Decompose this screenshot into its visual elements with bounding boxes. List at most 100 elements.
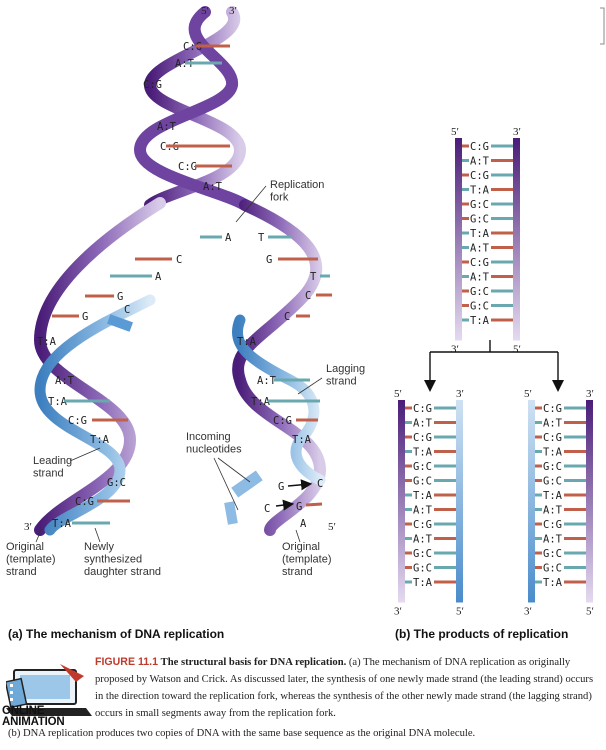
pair-label: T:A [251, 396, 271, 408]
incoming-nucleotide-1 [231, 470, 263, 498]
badge-line-1: ONLINE [2, 705, 45, 717]
pair-label: A:T [157, 121, 177, 133]
end-label: 5′ [513, 344, 521, 356]
pair-label: T:A [90, 434, 110, 446]
pair-label: G:C [107, 477, 126, 489]
pair-label: T:A [543, 577, 563, 589]
backbone-right [513, 138, 520, 341]
label-line: strand [326, 376, 357, 388]
label-line: (template) [6, 554, 56, 566]
end-label: 3′ [229, 5, 237, 17]
pair-label: G:C [543, 476, 562, 488]
pair-label: T:A [413, 447, 433, 459]
base-label: C [264, 503, 270, 515]
base-label: G [296, 501, 302, 513]
pointer-line [217, 457, 251, 483]
pair-label: A:T [543, 418, 563, 430]
label-line: Lagging [326, 363, 365, 375]
base-label: G [278, 481, 284, 493]
pair-label: C:G [273, 415, 292, 427]
pair-label: C:G [413, 403, 432, 415]
online-animation-icon[interactable] [6, 664, 92, 726]
parental-strand-front [133, 6, 251, 211]
label-line: strand [33, 468, 64, 480]
rung [305, 502, 323, 507]
parent-dna-ladder: 5′3′3′5′C:GA:TC:GT:AG:CG:CT:AA:TC:GA:TG:… [451, 126, 521, 356]
pair-label: A:T [257, 375, 277, 387]
pair-label: G:C [543, 548, 562, 560]
pair-label: C:G [470, 141, 489, 153]
pair-label: T:A [413, 577, 433, 589]
caption-part-a: (a) The mechanism of DNA replication as … [95, 657, 594, 719]
end-label: 3′ [456, 388, 464, 400]
end-label: 5′ [201, 5, 209, 17]
end-label: 5′ [524, 388, 532, 400]
online-animation-label[interactable]: ONLINE ANIMATION [2, 705, 92, 728]
pair-label: A:T [470, 243, 490, 255]
pair-label: G:C [413, 563, 432, 575]
end-label: 5′ [451, 126, 459, 138]
backbone-left [528, 400, 535, 603]
end-label: 3′ [586, 388, 594, 400]
unpaired-right-bases: T G T C C [258, 232, 332, 323]
pair-label: T:A [413, 490, 433, 502]
pair-label: T:A [292, 434, 312, 446]
pair-label: C:G [68, 415, 87, 427]
label-line: Original [6, 541, 44, 553]
figure-caption-b: (b) DNA replication produces two copies … [8, 725, 602, 742]
pair-label: C:G [470, 170, 489, 182]
pointer-line [295, 529, 301, 543]
pair-label: T:A [543, 490, 563, 502]
pointer-line [235, 185, 267, 223]
pair-label: A:T [413, 418, 433, 430]
pointer-line [297, 377, 323, 395]
end-label: 3′ [451, 344, 459, 356]
leading-daughter-strand [34, 294, 156, 536]
pair-label: T:A [470, 315, 490, 327]
backbone-right [586, 400, 593, 603]
pair-label: G:C [470, 301, 489, 313]
daughter-dna-ladder-left: 5′3′3′5′C:GA:TC:GT:AG:CG:CT:AA:TC:GA:TG:… [394, 388, 464, 618]
caption-part-b: (b) DNA replication produces two copies … [8, 728, 476, 739]
original-template-right-label: Original(template)strand [282, 541, 332, 578]
label-line: nucleotides [186, 444, 242, 456]
end-label: 3′ [394, 606, 402, 618]
label-line: strand [282, 566, 313, 578]
pair-label: A:T [175, 58, 195, 70]
arrow [287, 479, 313, 491]
top-pairs: C:G A:T C:G A:T C:G C:G A:T [143, 41, 232, 193]
backbone-right [456, 400, 463, 603]
pair-label: T:A [470, 185, 490, 197]
base-label: C [124, 304, 130, 316]
replication-products: 5′ 3′ 3′ 5′ C:G A:T C:G T:A G:C G:C T:A A:T C:G A:T G:… [394, 126, 594, 641]
label-line: strand [6, 566, 37, 578]
pair-label: G:C [413, 476, 432, 488]
base-label: G [266, 254, 272, 266]
label-line: Leading [33, 455, 72, 467]
pair-label: A:T [413, 534, 433, 546]
end-label: 5′ [586, 606, 594, 618]
arrowhead-left [424, 380, 436, 392]
pair-label: C:G [543, 519, 562, 531]
pair-label: G:C [470, 286, 489, 298]
base-label: A [155, 271, 162, 283]
pointer-line [94, 527, 101, 543]
end-label: 3′ [524, 606, 532, 618]
split-connector [429, 340, 559, 386]
pair-label: A:T [543, 534, 563, 546]
base-label: T [310, 271, 317, 283]
pair-label: C:G [413, 519, 432, 531]
pair-label: C:G [178, 161, 197, 173]
unpaired-left-bases: A C A G G C [52, 232, 232, 323]
pair-label: T:A [37, 336, 57, 348]
pair-label: G:C [413, 461, 432, 473]
incoming-nucleotides-arrows: G C G C [264, 478, 323, 515]
end-label: 5′ [328, 521, 336, 533]
base-label: A [225, 232, 232, 244]
pointer-line [35, 527, 43, 543]
pair-label: G:C [543, 461, 562, 473]
base-label: A [300, 518, 307, 530]
